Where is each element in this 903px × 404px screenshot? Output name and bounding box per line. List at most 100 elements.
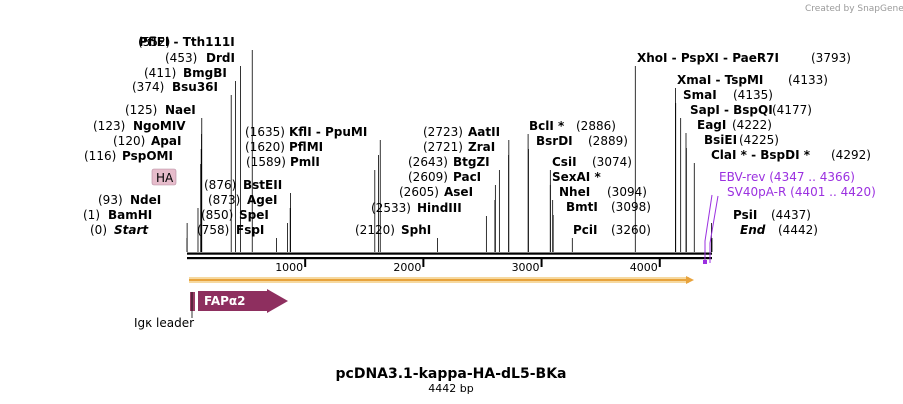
site-bmti: BmtI(3098) (566, 200, 651, 214)
tick-label-2000: 2000 (393, 261, 421, 274)
site-bsteii: BstEII(876) (204, 178, 282, 192)
site-name-xmai: XmaI - TspMI (677, 73, 763, 87)
site-psii: PsiI (4437) (733, 208, 811, 222)
site-name-csii: CsiI (552, 155, 577, 169)
site-name-bmti: BmtI (566, 200, 598, 214)
snapgene-credit: Created by SnapGene (805, 4, 903, 14)
fap-label: FAPα2 (204, 294, 246, 308)
primer-ebv-rev: EBV-rev (4347 .. 4366) (719, 170, 855, 184)
site-position-bcli: (2886) (576, 119, 616, 133)
site-naei: NaeI(125) (125, 103, 196, 117)
site-position-pspomi: (116) (84, 149, 116, 163)
site-name-pmli: PmlI (290, 155, 320, 169)
site-name-clai: ClaI * - BspDI * (711, 148, 811, 162)
site-bcli: BclI *(2886) (529, 119, 616, 133)
site-pflmi: PflMI(1620) (245, 140, 323, 154)
site-position-zrai: (2721) (423, 140, 463, 154)
site-sexai: SexAI * (552, 170, 601, 184)
site-name-bmgbi: BmgBI (183, 66, 227, 80)
site-name-pspomi: PspOMI (122, 149, 173, 163)
site-hindiii: HindIII (2533) (371, 201, 462, 215)
site-asei: AseI(2605) (399, 185, 473, 199)
site-name-psii: PsiI (733, 208, 757, 222)
site-sphi: SphI(2120) (355, 223, 431, 237)
site-zrai: ZraI (2721) (423, 140, 495, 154)
site-position-psii: (4437) (771, 208, 811, 222)
site-position-ngomiv: (123) (93, 119, 125, 133)
site-smai: SmaI(4135) (683, 88, 773, 102)
site-position-drdi: (453) (165, 51, 197, 65)
site-name-btgzi: BtgZI (453, 155, 490, 169)
site-position-pfifi: (552) (138, 35, 170, 49)
site-pcii: PciI(3260) (573, 223, 651, 237)
plasmid-title: pcDNA3.1-kappa-HA-dL5-BKa (336, 366, 567, 382)
site-position-aatii: (2723) (423, 125, 463, 139)
site-name-start: Start (114, 223, 149, 237)
backbone-top-strand (187, 252, 712, 255)
site-name-zrai: ZraI (468, 140, 495, 154)
site-name-spei: SpeI (239, 208, 269, 222)
site-name-end: End (740, 223, 766, 237)
site-apai: ApaI(120) (113, 134, 181, 148)
site-name-paci: PacI (453, 170, 481, 184)
primer-marks (703, 194, 719, 264)
site-position-ndei: (93) (98, 193, 123, 207)
site-position-clai: (4292) (831, 148, 871, 162)
tick-label-4000: 4000 (630, 261, 658, 274)
site-ndei: NdeI (93) (98, 193, 161, 207)
site-eagi: EagI (4222) (697, 118, 772, 132)
site-aatii: AatII (2723) (423, 125, 500, 139)
site-position-bmgbi: (411) (144, 66, 176, 80)
site-name-bsrdi: BsrDI (536, 134, 573, 148)
site-name-fspi: FspI (236, 223, 264, 237)
site-bsu36i: Bsu36I(374) (132, 80, 218, 94)
site-name-naei: NaeI (165, 103, 196, 117)
igk-leader-feature: Igκ leader (134, 292, 195, 330)
site-position-xhoi: (3793) (811, 51, 851, 65)
site-sapi: SapI - BspQI(4177) (690, 103, 812, 117)
site-position-sapi: (4177) (772, 103, 812, 117)
site-name-pcii: PciI (573, 223, 598, 237)
site-name-aatii: AatII (468, 125, 500, 139)
site-pmli: PmlI(1589) (246, 155, 320, 169)
site-position-end: (4442) (778, 223, 818, 237)
site-kfli: KflI - PpuMI(1635) (245, 125, 367, 139)
site-nhei: NheI(3094) (559, 185, 647, 199)
site-position-bsteii: (876) (204, 178, 236, 192)
site-position-fspi: (758) (197, 223, 229, 237)
site-position-hindiii: (2533) (371, 201, 411, 215)
igk-leader-label: Igκ leader (134, 316, 194, 330)
site-name-ndei: NdeI (130, 193, 161, 207)
site-position-nhei: (3094) (607, 185, 647, 199)
site-name-hindiii: HindIII (417, 201, 462, 215)
primer-sv40pa-r: SV40pA-R (4401 .. 4420) (727, 185, 876, 199)
ha-tag: HA (151, 168, 177, 186)
site-position-asei: (2605) (399, 185, 439, 199)
site-position-start: (0) (90, 223, 107, 237)
site-bmgbi: BmgBI (411) (144, 66, 227, 80)
site-position-eagi: (4222) (732, 118, 772, 132)
site-position-spei: (850) (201, 208, 233, 222)
site-end: End (4442) (740, 223, 818, 237)
site-position-bsu36i: (374) (132, 80, 164, 94)
site-name-agei: AgeI (247, 193, 277, 207)
site-name-pflmi: PflMI (289, 140, 323, 154)
backbone (187, 252, 712, 260)
backbone-bottom-strand (187, 257, 712, 260)
ha-tag-label: HA (156, 171, 174, 185)
site-name-bsiei: BsiEI (704, 133, 737, 147)
leader-lines (186, 50, 713, 252)
ebv-rev-primer-mark (704, 194, 713, 263)
site-position-apai: (120) (113, 134, 145, 148)
site-spei: SpeI (850) (201, 208, 269, 222)
site-name-eagi: EagI (697, 118, 726, 132)
site-xmai: XmaI - TspMI(4133) (677, 73, 828, 87)
tick-label-3000: 3000 (512, 261, 540, 274)
site-ngomiv: NgoMIV(123) (93, 119, 186, 133)
site-name-sexai: SexAI * (552, 170, 601, 184)
site-bsiei: BsiEI(4225) (704, 133, 779, 147)
restriction-site-labels: PflFI - Tth111I(552)DrdI(453)BmgBI(411)B… (83, 35, 876, 237)
site-position-bsrdi: (2889) (588, 134, 628, 148)
